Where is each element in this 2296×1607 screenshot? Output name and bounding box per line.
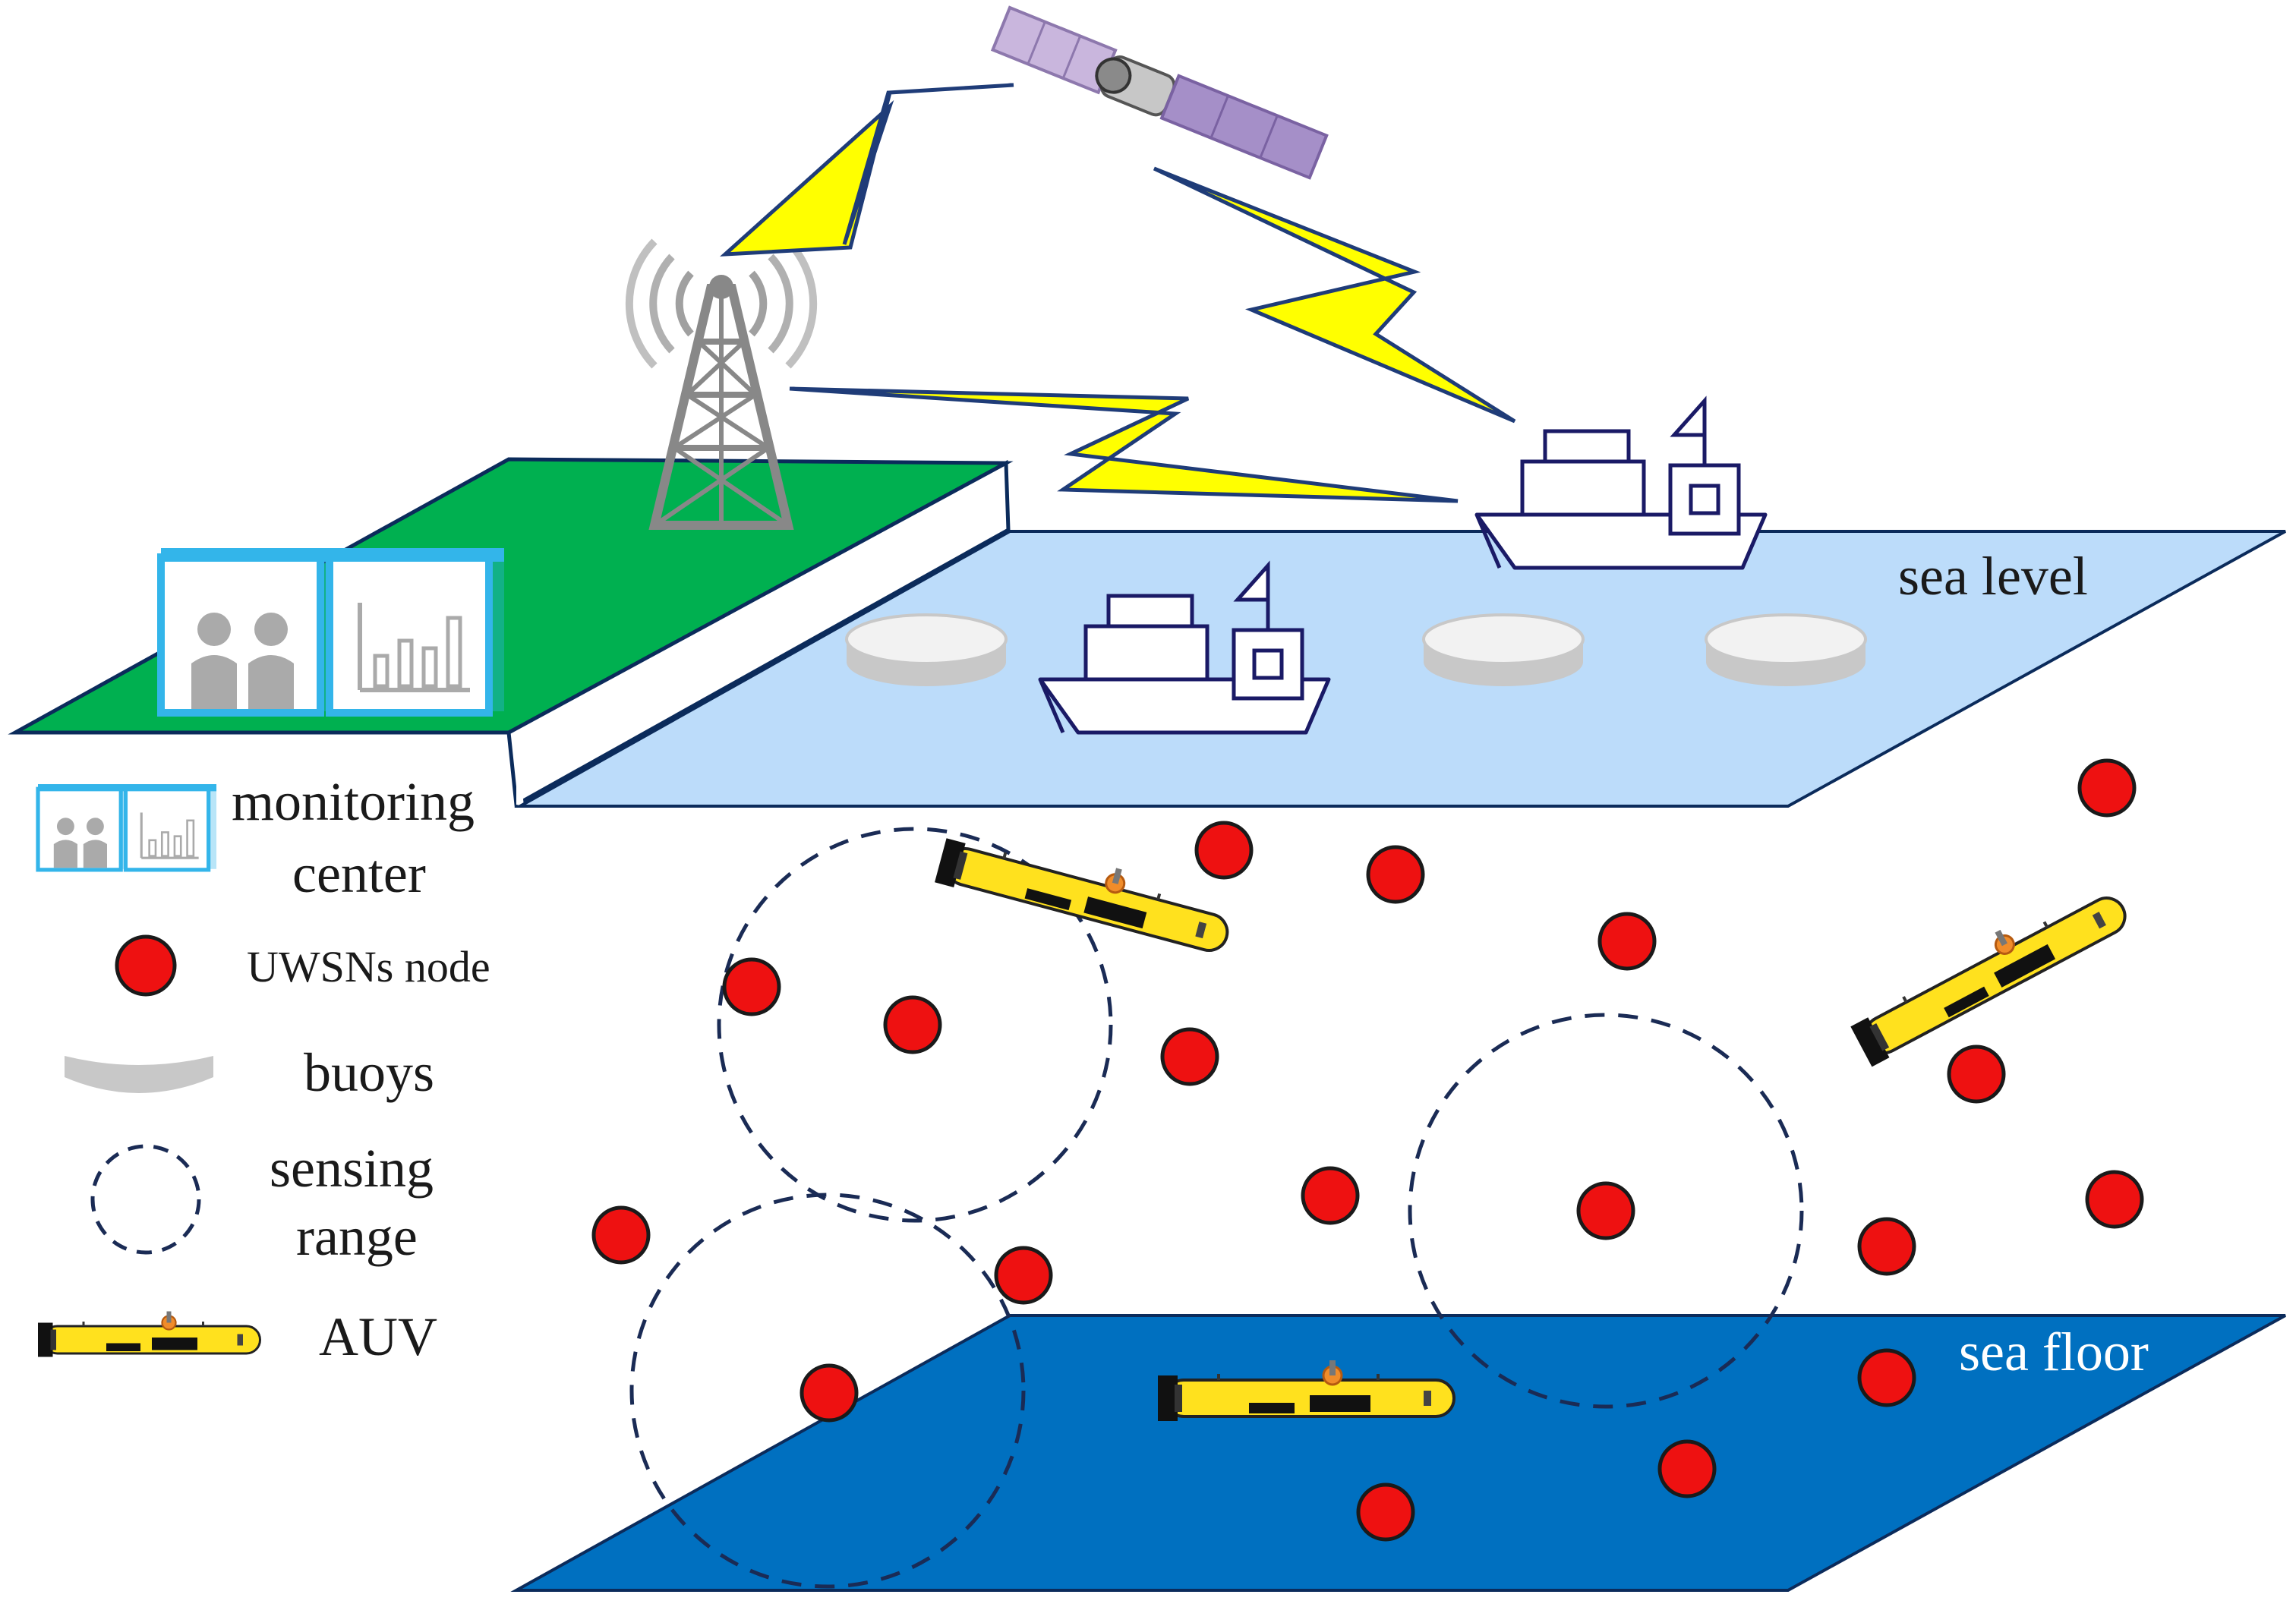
auv-icon [1843,874,2134,1067]
legend-auv-icon [36,1310,261,1358]
buoy-icon [845,613,1008,688]
legend-center-label: center [292,843,426,904]
uwsn-node [1857,1217,1916,1276]
uwsn-node [1576,1181,1635,1240]
sea-surface-plane [514,530,2286,808]
uwsn-node [1356,1483,1415,1542]
uwsn-node [1301,1166,1360,1225]
legend-sensing-label: sensing [270,1138,434,1199]
buoy-icon [1705,613,1867,688]
legend-buoy-icon [65,1056,213,1093]
uwsn-node [994,1246,1053,1305]
uwsn-node [591,1205,651,1265]
legend-monitoring-label: monitoring [232,771,475,832]
monitor-center-icon [161,548,504,713]
radio-tower-icon [625,238,818,530]
sea-level-label: sea level [1898,546,2088,607]
auv-icon [933,821,1238,961]
legend: monitoring center UWSNs node buoys sensi… [38,771,490,1367]
uwsn-node [2085,1170,2144,1229]
uwsn-node [1597,912,1657,971]
uwsn-node [1160,1027,1219,1086]
lightning-icon [720,83,1516,503]
satellite-icon [990,5,1329,180]
sea-floor-label: sea floor [1959,1322,2149,1382]
uwsn-node [1366,845,1425,904]
uwsn-node [883,995,942,1054]
legend-node-icon [115,934,177,997]
ship-icon [1477,401,1765,568]
uwsn-node [1947,1045,2006,1104]
legend-range-label: range [296,1206,418,1267]
uwsn-nodes [591,758,2144,1542]
legend-node-label: UWSNs node [247,942,490,991]
buoy-icon [1422,613,1585,688]
uwsn-node [1194,821,1254,880]
uwsn-node [800,1363,859,1423]
sea-floor-plane [510,1314,2286,1592]
legend-sensing-icon [90,1144,201,1255]
sensing-range [629,827,1804,1589]
legend-monitor-center-icon [38,784,217,870]
legend-auv-label: AUV [319,1306,437,1367]
uwsn-node [1657,1439,1717,1498]
uwsn-node [722,957,781,1016]
legend-buoys-label: buoys [304,1042,434,1103]
uwsn-node [2077,758,2137,818]
uwsn-node [1857,1348,1916,1407]
